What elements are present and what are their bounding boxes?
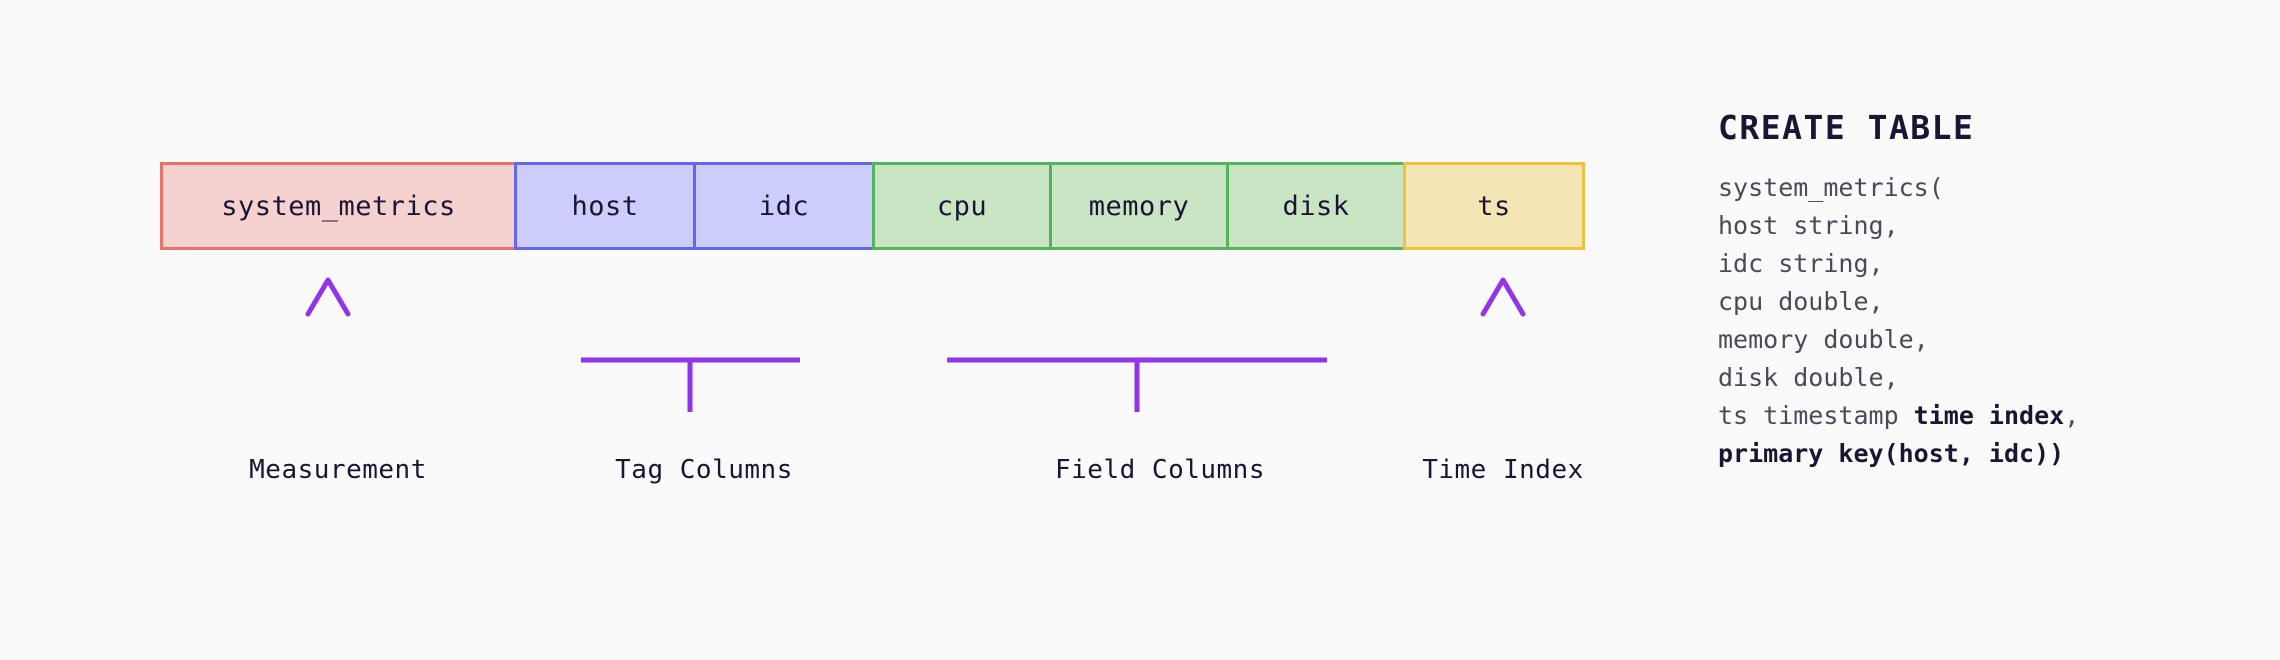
sql-keyword: primary key(host, idc)) (1718, 439, 2065, 468)
schema-cell-ts[interactable]: ts (1403, 162, 1585, 250)
schema-row: system_metrics host idc cpu memory disk ts (160, 162, 1585, 250)
schema-cell-label: ts (1477, 190, 1511, 222)
sql-line: disk double, (1718, 359, 2238, 397)
sql-heading: CREATE TABLE (1718, 108, 1975, 147)
sql-text: idc string, (1718, 249, 1884, 278)
schema-cell-idc[interactable]: idc (693, 162, 875, 250)
sql-line: host string, (1718, 207, 2238, 245)
sql-line: cpu double, (1718, 283, 2238, 321)
sql-text: ts timestamp (1718, 401, 1914, 430)
schema-cell-host[interactable]: host (514, 162, 696, 250)
sql-line: idc string, (1718, 245, 2238, 283)
sql-panel: CREATE TABLE system_metrics(host string,… (1718, 108, 2238, 473)
annotation-label-time-index: Time Index (1422, 455, 1584, 485)
sql-text: cpu double, (1718, 287, 1884, 316)
annotation-label-measurement: Measurement (249, 455, 427, 485)
sql-text: system_metrics( (1718, 173, 1944, 202)
sql-line: memory double, (1718, 321, 2238, 359)
sql-text: disk double, (1718, 363, 1899, 392)
sql-body: system_metrics(host string, idc string, cp… (1718, 169, 2238, 473)
sql-line: primary key(host, idc)) (1718, 435, 2238, 473)
schema-cell-memory[interactable]: memory (1049, 162, 1229, 250)
schema-cell-label: idc (758, 190, 810, 222)
schema-cell-label: cpu (936, 190, 988, 222)
schema-cell-cpu[interactable]: cpu (872, 162, 1052, 250)
connector-measurement-arrow (305, 277, 351, 412)
sql-keyword: time index (1913, 401, 2065, 430)
schema-cell-system-metrics[interactable]: system_metrics (160, 162, 517, 250)
sql-line: system_metrics( (1718, 169, 2238, 207)
connector-field-bracket (947, 296, 1327, 412)
sql-line: ts timestamp time index, (1718, 397, 2238, 435)
connector-time-index-arrow (1480, 277, 1526, 412)
sql-text: host string, (1718, 211, 1899, 240)
connector-tag-bracket (581, 296, 800, 412)
schema-cell-label: system_metrics (221, 190, 456, 222)
schema-cell-label: disk (1282, 190, 1350, 222)
sql-text: memory double, (1718, 325, 1929, 354)
schema-cell-label: memory (1088, 190, 1190, 222)
sql-text: , (2064, 401, 2080, 430)
annotation-label-tag-columns: Tag Columns (615, 455, 793, 485)
schema-cell-label: host (571, 190, 639, 222)
schema-cell-disk[interactable]: disk (1226, 162, 1406, 250)
annotation-label-field-columns: Field Columns (1055, 455, 1265, 485)
